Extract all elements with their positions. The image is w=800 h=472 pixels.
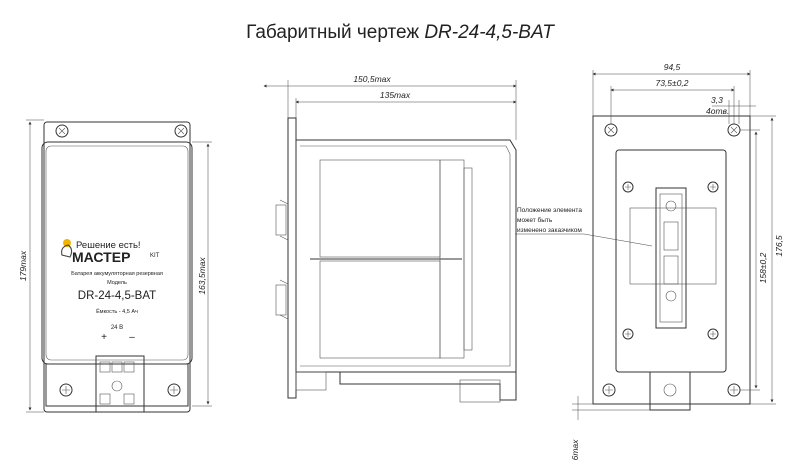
product-line1: Батарея аккумуляторная резервная: [71, 271, 163, 277]
side-dim-depth-total: 150,5max: [353, 74, 391, 84]
product-line2: Модель: [107, 280, 127, 286]
brand-logo-dot: [63, 239, 71, 247]
front-bottom-screw-left: [59, 383, 73, 397]
terminal-minus: –: [129, 332, 135, 343]
brand-suffix: KIT: [150, 253, 160, 259]
back-note-line2: может быть: [517, 216, 553, 224]
back-dim-hole-d: 3,3: [711, 95, 723, 105]
side-housing: [296, 139, 517, 373]
back-dim-hole-count: 4отв.: [706, 106, 729, 116]
back-dim-width-total: 94,5: [664, 62, 681, 72]
title-model: DR-24-4,5-BAT: [424, 22, 554, 43]
title-prefix: Габаритный чертеж: [246, 22, 420, 43]
terminal-plus: +: [101, 332, 107, 343]
terminal-block: [95, 355, 145, 413]
front-bottom-plate: [45, 363, 189, 407]
product-model: DR-24-4,5-BAT: [78, 290, 156, 302]
front-bottom-screw-right: [167, 383, 181, 397]
back-bottom-clip: [649, 371, 691, 411]
front-dim-height-total: 179max: [18, 250, 28, 281]
drawing-title: Габаритный чертеж DR-24-4,5-BAT: [0, 22, 800, 44]
back-note-line1: Положение элемента: [517, 207, 582, 214]
din-rail-element: [655, 187, 687, 329]
brand-slogan: Решение есть!: [76, 240, 141, 251]
front-mount-plate: [43, 121, 191, 413]
front-dim-height-body: 163,5max: [197, 257, 207, 295]
back-dim-height-total: 176,5: [774, 235, 784, 257]
front-view: Решение есть! МАСТЕР KIT Батарея аккумул…: [18, 119, 212, 413]
back-view: Положение элемента может быть изменено з…: [515, 62, 784, 460]
brand-logo-hand-icon: [61, 244, 73, 258]
side-view: 150,5max 135max: [263, 74, 517, 403]
back-note-line3: изменено заказчиком: [517, 227, 582, 234]
side-mount-plate: [287, 117, 297, 399]
brand-name: МАСТЕР: [72, 249, 130, 265]
product-voltage: 24 В: [111, 325, 123, 331]
back-dim-bottom: 6max: [570, 439, 580, 461]
back-dim-height-holes: 158±0,2: [758, 252, 768, 283]
front-ear-hole-right: [174, 124, 188, 138]
back-mount-plate: [592, 115, 751, 405]
back-dim-width-holes: 73,5±0,2: [655, 78, 688, 88]
side-dim-depth-body: 135max: [380, 90, 411, 100]
product-capacity: Ёмкость - 4,5 Ач: [96, 308, 138, 315]
front-ear-hole-left: [55, 124, 69, 138]
